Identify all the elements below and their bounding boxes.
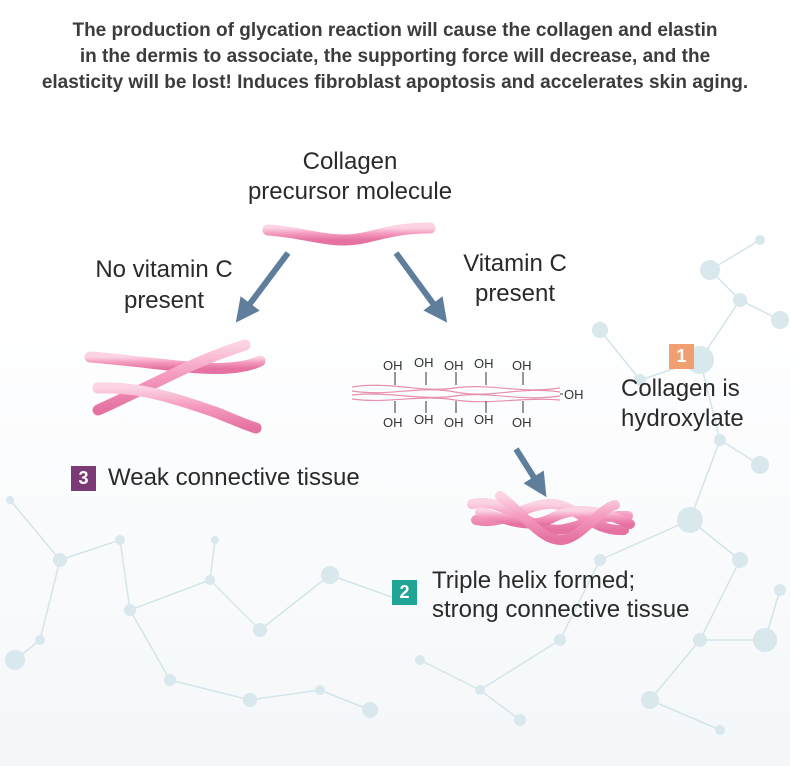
oh-bottom-3: OH [444, 415, 464, 430]
precursor-strand [262, 222, 436, 246]
precursor-label-line-2: precursor molecule [247, 178, 453, 205]
step-2-label-line-1: Triple helix formed; [432, 567, 636, 594]
weak-tissue-strands [84, 339, 266, 434]
oh-top-3: OH [444, 358, 464, 373]
step-1-label-line-1: Collagen is [621, 375, 740, 402]
step-2-badge: 2 [392, 580, 417, 605]
vitamin-c-label-line-1: Vitamin C [463, 250, 567, 277]
no-vitamin-c-label-line-2: present [123, 287, 205, 314]
no-vitamin-c-label-line-1: No vitamin C [95, 256, 233, 283]
arrow-to-triple-helix [513, 447, 547, 498]
oh-bottom-2: OH [414, 412, 434, 427]
step-1-badge: 1 [669, 344, 694, 369]
arrow-vitamin-c [393, 251, 448, 323]
oh-top-1: OH [383, 358, 403, 373]
headline-line-2: in the dermis to associate, the supporti… [79, 46, 711, 67]
vitamin-c-label-line-2: present [474, 280, 556, 307]
oh-top-2: OH [414, 355, 434, 370]
arrow-no-vitamin-c [235, 251, 291, 323]
step-1-label-line-2: hydroxylate [621, 405, 744, 432]
oh-bottom-1: OH [383, 415, 403, 430]
headline-line-3: elasticity will be lost! Induces fibrobl… [41, 72, 749, 93]
oh-top-5: OH [512, 358, 532, 373]
oh-end: OH [564, 387, 584, 402]
headline-line-1: The production of glycation reaction wil… [72, 20, 718, 41]
step-3-badge: 3 [71, 466, 96, 491]
precursor-label-line-1: Collagen [302, 148, 398, 175]
hydroxylated-chain: OH OH OH OH OH OH OH OH OH OH OH [351, 355, 584, 430]
step-2-label-line-2: strong connective tissue [432, 596, 690, 623]
oh-bottom-4: OH [474, 412, 494, 427]
oh-top-4: OH [474, 356, 494, 371]
step-3-label: Weak connective tissue [108, 464, 360, 491]
triple-helix [467, 491, 635, 546]
oh-bottom-5: OH [512, 415, 532, 430]
